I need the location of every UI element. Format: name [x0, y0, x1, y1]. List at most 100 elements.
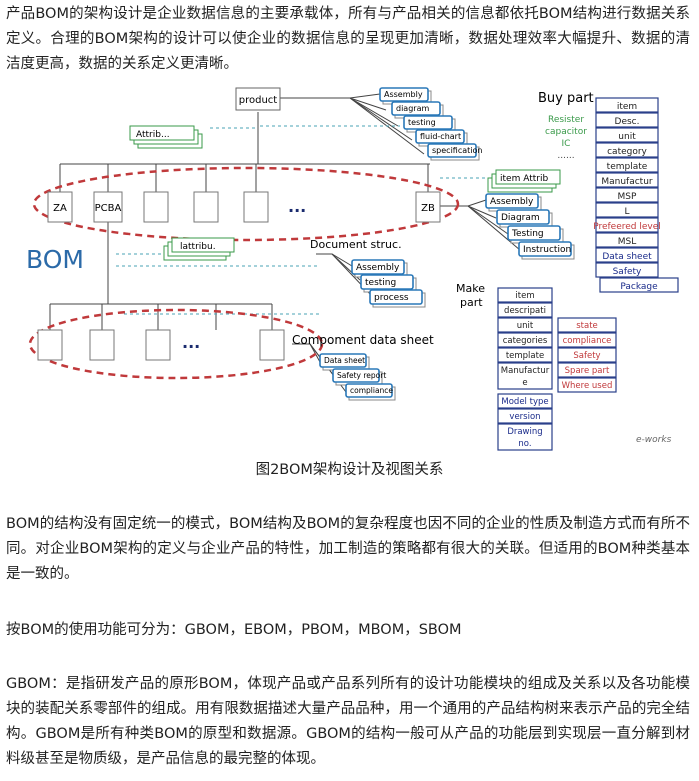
- make-part-field-box: [497, 332, 553, 348]
- buy-part-field-box: [595, 187, 659, 203]
- buy-part-field-box: [595, 262, 659, 278]
- zb-doc-box: [518, 241, 572, 257]
- product-doc-label: Assembly: [384, 90, 423, 99]
- make-part-right-box: [557, 347, 617, 363]
- doc-struc-box: [369, 289, 423, 305]
- lattribu-label: lattribu.: [180, 242, 216, 252]
- make-part-field-label: unit: [517, 321, 534, 331]
- bom-diagram-svg: product ZA PCBA ... ZB ... BOM Attrib...…: [26, 87, 679, 451]
- make-part-field-label: template: [506, 351, 544, 361]
- product-label: product: [239, 95, 278, 106]
- zb-doc-label: Testing: [511, 229, 544, 239]
- make-part-field-box: [497, 423, 553, 451]
- dashed-connectors: [116, 125, 492, 315]
- make-part-title-line1: Make: [456, 282, 485, 295]
- product-box: [235, 87, 281, 111]
- buy-part-field-label: L: [624, 207, 629, 217]
- buy-part-field-box: [595, 97, 659, 113]
- make-part-right-label: Safety: [573, 351, 600, 361]
- make-part-right-label: state: [576, 321, 598, 331]
- make-part-title-line2: part: [460, 296, 483, 309]
- attrib-label: Attrib...: [136, 130, 170, 140]
- make-part-right-label: Where used: [562, 381, 613, 391]
- buy-part-example: IC: [562, 139, 571, 149]
- buy-part-field-label: category: [607, 147, 647, 157]
- make-part-right-box: [557, 362, 617, 378]
- buy-part-field-label: Manufactur: [601, 177, 653, 187]
- make-part-right-box: [557, 377, 617, 393]
- component-boxes: [37, 329, 285, 361]
- item-attrib-stack: item Attrib: [487, 169, 561, 193]
- product-doc-label: diagram: [396, 104, 429, 113]
- product-doc-label: fluid-chart: [420, 132, 461, 141]
- intro-paragraph: 产品BOM的架构设计是企业数据信息的主要承载体，所有与产品相关的信息都依托BOM…: [6, 6, 690, 72]
- buy-part-field-label: Package: [620, 282, 658, 292]
- buy-part-field-box: [595, 127, 659, 143]
- make-part-field-label: e: [522, 378, 527, 388]
- make-part-field-box: [497, 408, 553, 424]
- doc-struc-label: testing: [365, 278, 396, 288]
- make-part-field-label: Manufactur: [501, 366, 550, 376]
- component-ellipse: [28, 308, 324, 380]
- component-doc-box: [345, 383, 393, 398]
- product-doc-label: specification: [432, 146, 482, 155]
- make-part-field-box: [497, 393, 553, 409]
- product-doc-stack: Assembly diagram testing fluid-chart specifi…: [379, 87, 482, 161]
- make-part-field-label: Drawing: [507, 427, 542, 437]
- make-part-field-label: version: [509, 412, 540, 422]
- make-part-right-label: compliance: [563, 336, 612, 346]
- za-label: ZA: [53, 203, 67, 214]
- product-doc-label: testing: [408, 118, 436, 127]
- buy-part-example: Resister: [548, 115, 584, 125]
- component-title: Compoment data sheet: [292, 333, 434, 347]
- zb-doc-box: [507, 225, 561, 241]
- zb-doc-label: Assembly: [490, 197, 534, 207]
- buy-part-field-box: [595, 247, 659, 263]
- pcba-label: PCBA: [95, 203, 122, 214]
- level1-ellipse: [32, 166, 460, 242]
- buy-part-field-label: unit: [618, 132, 636, 142]
- make-part-field-label: categories: [503, 336, 548, 346]
- level1-dots: ...: [288, 197, 306, 216]
- buy-part-field-label: MSP: [618, 192, 637, 202]
- attrib-stack: Attrib...: [129, 125, 203, 149]
- buy-part-field-label: MSL: [618, 237, 637, 247]
- buy-part-field-box: [595, 112, 659, 128]
- component-doc-box: [319, 353, 367, 368]
- make-part-field-box: [497, 362, 553, 390]
- product-doc-box: [379, 87, 429, 102]
- make-part-right-label: Spare part: [565, 366, 610, 376]
- zb-doc-box: [485, 193, 539, 209]
- component-dots: ...: [182, 333, 200, 352]
- make-part-right-box: [557, 317, 617, 333]
- make-part-field-box: [497, 302, 553, 318]
- buy-part-field-label: Desc.: [615, 117, 640, 127]
- buy-part-field-label: Prefeered level: [593, 222, 661, 232]
- make-part-right-box: [557, 332, 617, 348]
- bom-architecture-diagram: product ZA PCBA ... ZB ... BOM Attrib...…: [20, 82, 688, 452]
- buy-part-field-box: [599, 277, 679, 293]
- product-doc-box: [427, 143, 477, 158]
- buy-part-field-label: template: [607, 162, 648, 172]
- buy-part-field-box: [595, 202, 659, 218]
- lattribu-stack: lattribu.: [163, 237, 235, 261]
- component-doc-label: compliance: [350, 386, 393, 395]
- bom-structure-paragraph: BOM的结构没有固定统一的模式，BOM结构及BOM的复杂程度也因不同的企业的性质…: [6, 516, 690, 582]
- buy-part-field-box: [595, 157, 659, 173]
- gbom-paragraph: GBOM：是指研发产品的原形BOM，体现产品或产品系列所有的设计功能模块的组成及…: [6, 676, 690, 767]
- buy-part-fields: itemDesc.unitcategorytemplateManufacturM…: [593, 97, 679, 293]
- doc-struc-label: process: [374, 293, 409, 303]
- doc-struc-title: Document struc.: [310, 238, 402, 251]
- item-attrib-label: item Attrib: [500, 174, 548, 184]
- component-doc-label: Data sheet: [324, 356, 365, 365]
- product-doc-box: [391, 101, 441, 116]
- make-part-field-label: descripati: [504, 306, 546, 316]
- level1-boxes: [47, 191, 441, 223]
- make-part-field-label: item: [515, 291, 534, 301]
- doc-struc-box: [360, 274, 414, 290]
- make-part-field-label: Model type: [501, 397, 548, 407]
- component-doc-label: Safety report: [337, 371, 386, 380]
- e-works-logo: e-works: [636, 435, 672, 445]
